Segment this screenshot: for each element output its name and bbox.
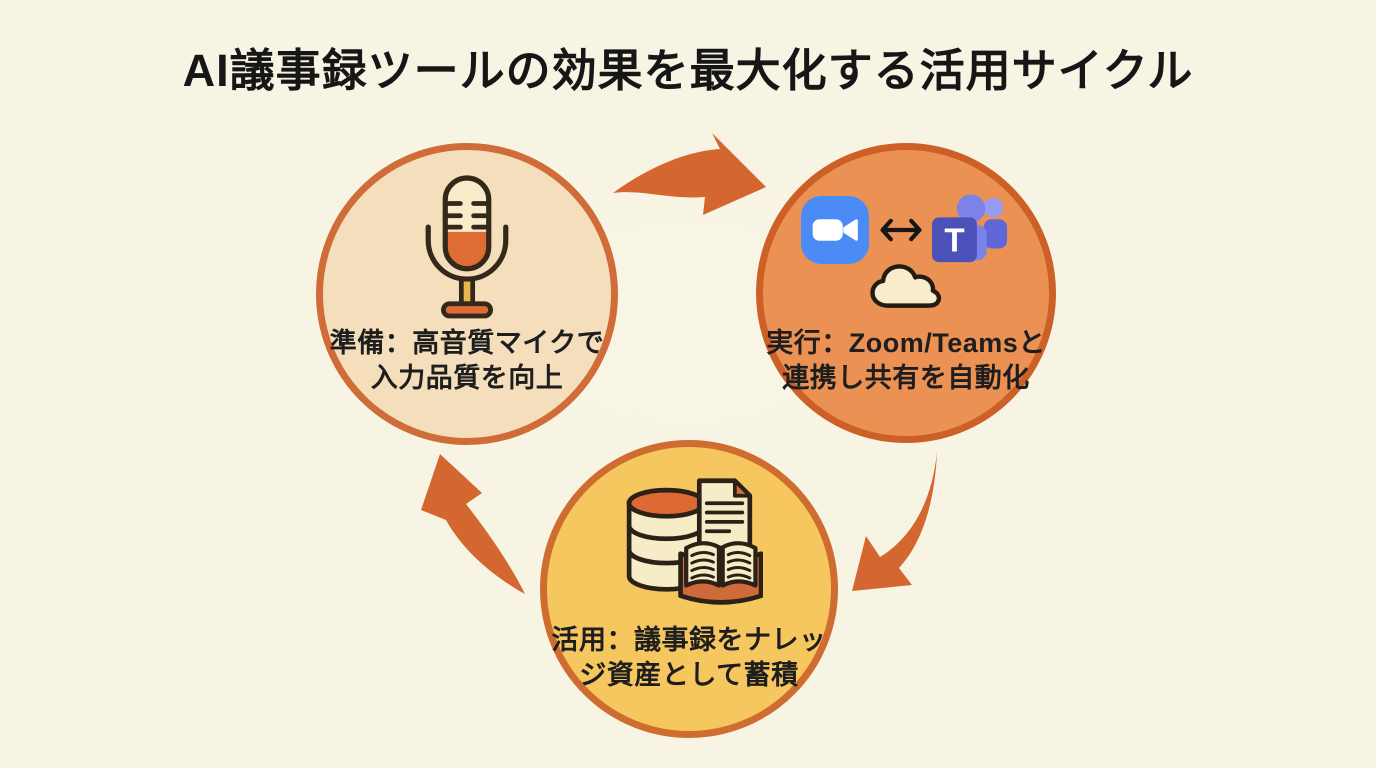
knowledge-database-icon [626,478,763,605]
arrow-utilize-to-prepare-icon [421,454,525,594]
arrow-execute-to-utilize-icon [852,452,937,591]
arrow-prepare-to-execute-icon [613,133,766,215]
step-label-line: 実行：Zoom/Teamsと [766,328,1046,358]
step-label-line: 連携し共有を自動化 [782,363,1030,393]
step-circle-execute: T 実行：Zoom/Teamsと 連携し共有を自動化 [756,143,1056,443]
integration-icons: T [763,192,1049,268]
teams-logo-letter: T [944,222,964,259]
page-title: AI議事録ツールの効果を最大化する活用サイクル [182,45,1194,96]
zoom-icon [800,195,870,265]
step-label-line: 準備：高音質マイクで [329,328,605,358]
step-label-line: ジ資産として蓄積 [579,660,799,690]
teams-icon: T [932,194,1008,263]
step-label-execute: 実行：Zoom/Teamsと 連携し共有を自動化 [753,326,1059,396]
cloud-icon [870,264,942,308]
step-circle-prepare: 準備：高音質マイクで 入力品質を向上 [316,143,618,445]
step-label-line: 入力品質を向上 [370,363,564,393]
step-label-prepare: 準備：高音質マイクで 入力品質を向上 [313,326,621,396]
microphone-icon [425,175,509,319]
step-label-line: 活用：議事録をナレッ [551,625,827,655]
step-label-utilize: 活用：議事録をナレッ ジ資産として蓄積 [537,623,841,693]
step-circle-utilize: 活用：議事録をナレッ ジ資産として蓄積 [540,440,838,738]
bidirectional-arrow-icon [880,218,922,242]
